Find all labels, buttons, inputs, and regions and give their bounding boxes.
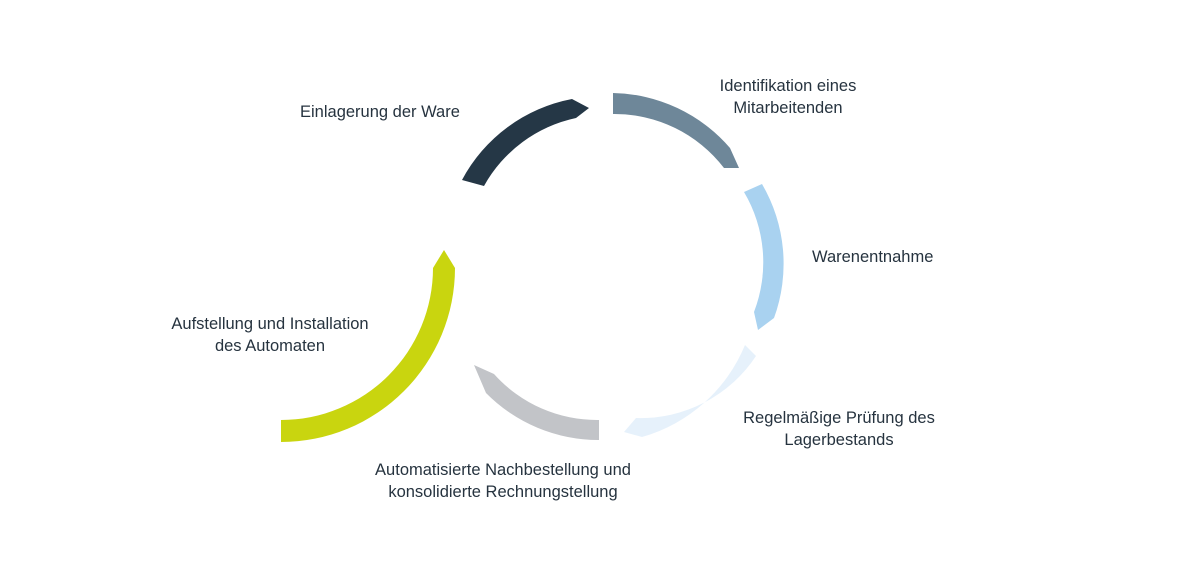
arrow-warenentnahme [744,184,784,330]
step-label-pruefung: Regelmäßige Prüfung des Lagerbestands [730,407,948,451]
step-label-aufstellung: Aufstellung und Installation des Automat… [154,313,386,357]
step-label-line: Mitarbeitenden [733,99,843,117]
step-label-line: Warenentnahme [812,248,934,266]
step-label-line: Identifikation eines [719,77,857,95]
step-label-nachbestellung: Automatisierte Nachbestellung und konsol… [352,459,654,503]
step-label-line: Regelmäßige Prüfung des [743,409,935,427]
step-label-line: des Automaten [214,337,326,355]
step-label-line: Aufstellung und Installation [171,315,369,333]
arrow-identifikation [613,93,739,168]
step-label-line: Lagerbestands [784,431,894,449]
arrow-aufstellung [281,250,455,442]
step-label-einlagerung: Einlagerung der Ware [300,101,460,123]
step-label-line: konsolidierte Rechnungstellung [388,483,618,501]
arrow-einlagerung [462,99,589,186]
step-label-warenentnahme: Warenentnahme [812,246,933,268]
step-label-identifikation: Identifikation eines Mitarbeitenden [700,75,876,119]
arrow-nachbestellung [474,365,599,441]
step-label-line: Einlagerung der Ware [300,103,460,121]
arrow-pruefung [624,345,756,437]
step-label-line: Automatisierte Nachbestellung und [375,461,631,479]
